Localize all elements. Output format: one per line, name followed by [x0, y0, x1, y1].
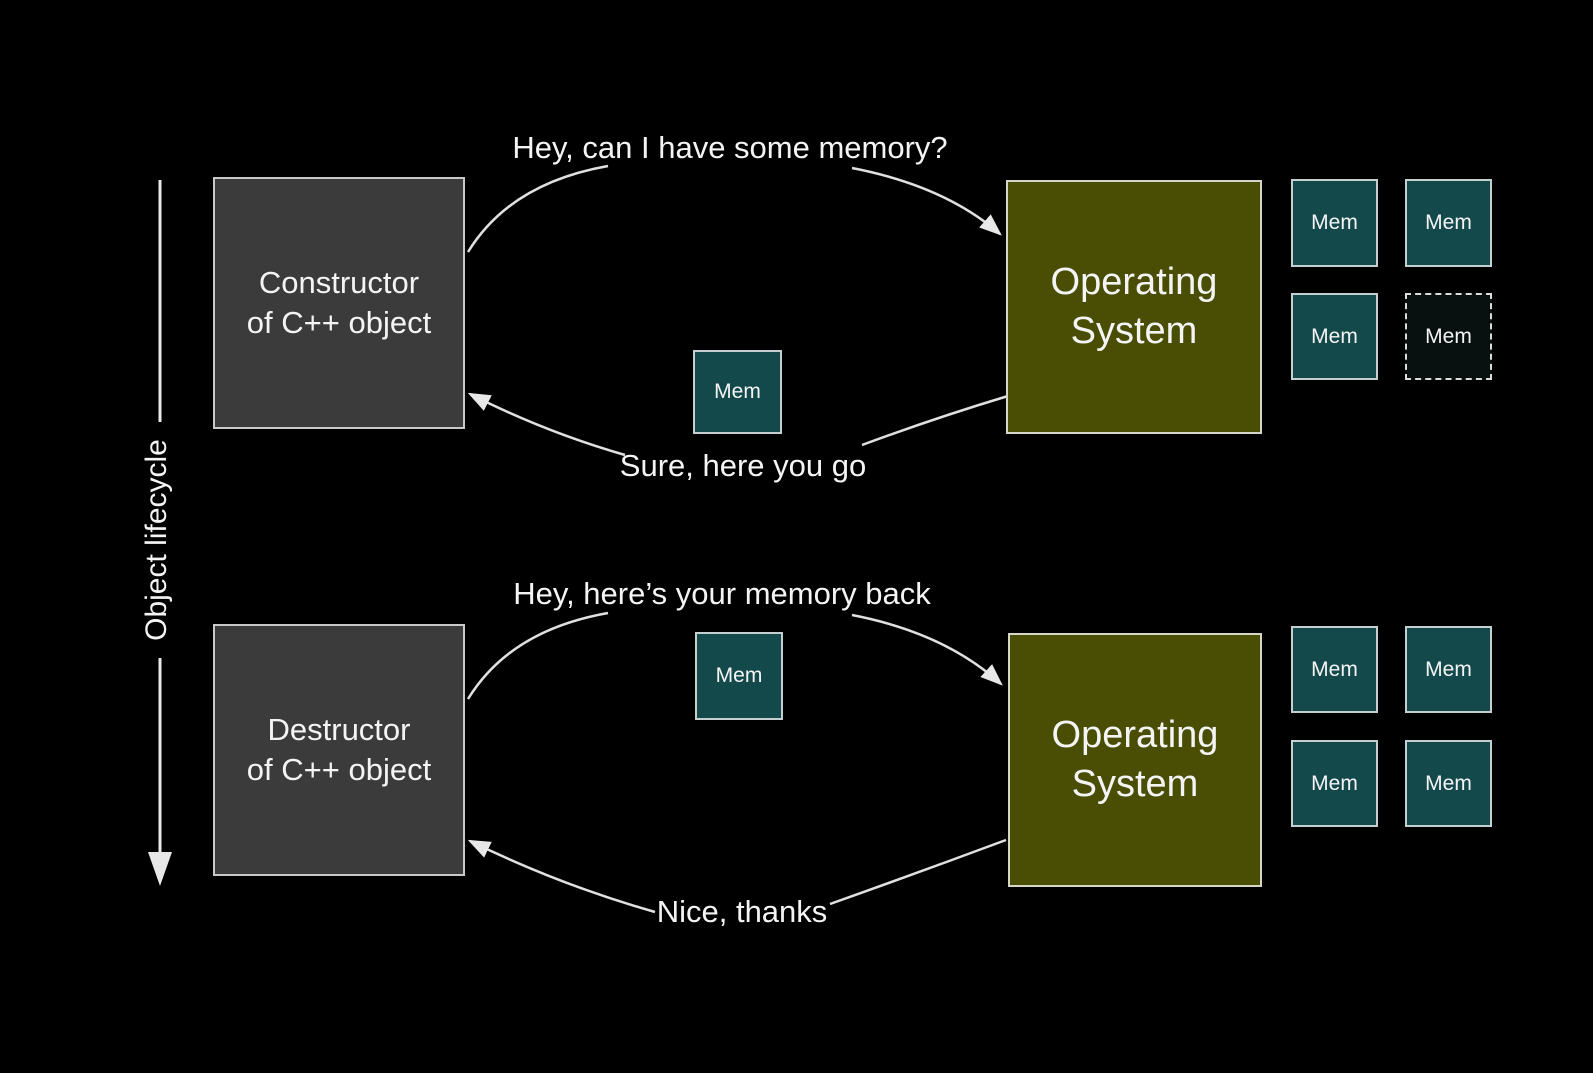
arrow-return-memory-left	[466, 611, 609, 700]
mem-block-transfer-top: Mem	[693, 350, 782, 434]
mem-label: Mem	[1311, 211, 1358, 234]
speech-nice-thanks: Nice, thanks	[656, 894, 828, 929]
mem-block-top-r2c2-given-away: Mem	[1405, 293, 1492, 380]
mem-label: Mem	[715, 664, 763, 687]
mem-label: Mem	[1425, 771, 1472, 795]
mem-block-bottom-r1c2: Mem	[1405, 626, 1492, 713]
speech-request-memory: Hey, can I have some memory?	[512, 130, 948, 165]
mem-block-top-r1c1: Mem	[1291, 179, 1378, 267]
lifecycle-axis-label: Object lifecycle	[140, 439, 173, 641]
operating-system-label-bottom: Operating System	[1052, 711, 1219, 809]
lifecycle-axis-arrowhead	[148, 852, 172, 886]
mem-label: Mem	[1425, 211, 1472, 234]
os-top-label-line2: System	[1070, 310, 1198, 352]
mem-block-bottom-r1c1: Mem	[1291, 626, 1378, 713]
operating-system-box-top: Operating System	[1006, 180, 1262, 434]
mem-block-bottom-r2c2: Mem	[1405, 740, 1492, 827]
mem-label: Mem	[1425, 657, 1472, 681]
mem-label: Mem	[1311, 657, 1358, 681]
operating-system-box-bottom: Operating System	[1008, 633, 1262, 887]
mem-label: Mem	[1425, 324, 1472, 348]
constructor-label-line1: Constructor	[258, 265, 420, 300]
mem-block-top-r2c1: Mem	[1291, 293, 1378, 380]
operating-system-label-top: Operating System	[1051, 258, 1218, 356]
os-bottom-label-line2: System	[1071, 763, 1199, 805]
mem-label: Mem	[1311, 324, 1358, 348]
arrow-return-memory-right	[851, 613, 1003, 686]
mem-block-transfer-bottom: Mem	[695, 632, 783, 720]
destructor-label-line1: Destructor	[267, 712, 411, 747]
speech-memory-back: Hey, here’s your memory back	[513, 576, 931, 611]
constructor-box: Constructor of C++ object	[213, 177, 465, 429]
mem-label: Mem	[714, 380, 761, 403]
arrow-thanks-left	[467, 839, 656, 914]
mem-block-top-r1c2: Mem	[1405, 179, 1492, 267]
os-bottom-label-line1: Operating	[1051, 714, 1219, 756]
mem-block-bottom-r2c1: Mem	[1291, 740, 1378, 827]
arrow-request-memory-right	[851, 166, 1002, 236]
destructor-label-line2: of C++ object	[246, 752, 432, 787]
os-top-label-line1: Operating	[1050, 261, 1218, 303]
mem-label: Mem	[1311, 771, 1358, 795]
constructor-label: Constructor of C++ object	[247, 263, 431, 343]
constructor-label-line2: of C++ object	[246, 305, 432, 340]
arrow-thanks-right	[829, 838, 1007, 906]
arrow-request-memory-left	[466, 164, 609, 253]
arrow-give-memory-right	[861, 394, 1009, 447]
destructor-box: Destructor of C++ object	[213, 624, 465, 876]
arrow-give-memory-left	[467, 392, 626, 457]
destructor-label: Destructor of C++ object	[247, 710, 431, 790]
speech-sure-here-you-go: Sure, here you go	[619, 448, 867, 483]
